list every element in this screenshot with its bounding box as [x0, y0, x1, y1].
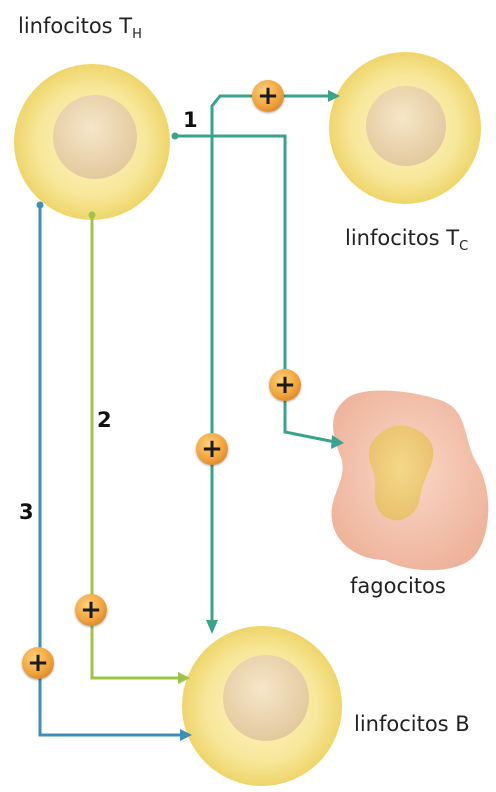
plus-circle-icon: +: [196, 433, 228, 465]
pathway-1-number: 1: [183, 108, 198, 132]
tc-label: linfocitos TC: [345, 226, 468, 254]
pathway-3-origin-dot: [37, 202, 44, 209]
tc-cell: [329, 52, 481, 204]
pathway-3-number: 3: [19, 500, 34, 524]
pathway-1-arrowheads: [206, 90, 344, 634]
pathway-2-origin-dot: [89, 212, 96, 219]
th-cell: [14, 64, 170, 220]
b-label: linfocitos B: [354, 712, 470, 736]
pathway-1-lines: [175, 96, 335, 622]
plus-circle-icon: +: [252, 80, 284, 112]
b-cell: [182, 626, 342, 786]
plus-circle-icon: +: [269, 369, 301, 401]
pathway-1-origin-dot: [172, 133, 179, 140]
phagocyte-cell: [332, 391, 489, 571]
phagocytes-label: fagocitos: [350, 574, 446, 598]
plus-circle-icon: +: [75, 594, 107, 626]
th-label: linfocitos TH: [18, 14, 142, 42]
pathway-3-line: [40, 205, 182, 735]
plus-circle-icon: +: [22, 647, 54, 679]
pathway-2-number: 2: [97, 408, 112, 432]
